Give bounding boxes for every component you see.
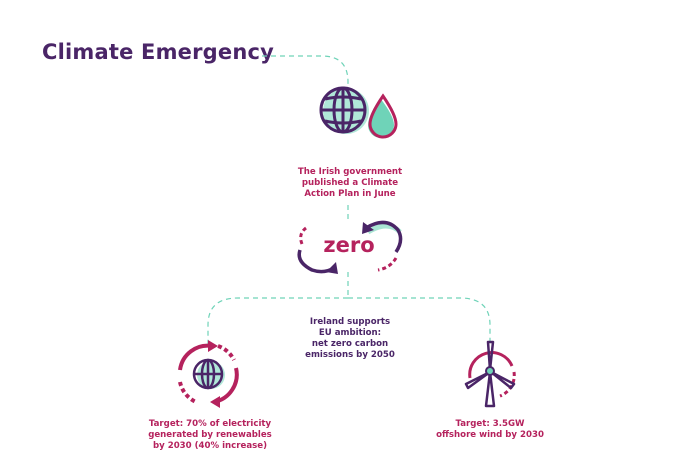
caption-line: by 2030 (40% increase) bbox=[152, 441, 268, 451]
caption-line: Action Plan in June bbox=[304, 189, 396, 199]
water-drop-icon bbox=[368, 93, 398, 139]
caption-line: Ireland supports bbox=[309, 317, 391, 327]
connector-lines bbox=[207, 55, 491, 345]
page-title: Climate Emergency bbox=[42, 40, 275, 64]
zero-label: zero bbox=[323, 233, 374, 257]
recycle-arrows-icon bbox=[297, 220, 403, 274]
caption-line: Target: 3.5GW bbox=[455, 419, 525, 429]
connector-branch-left bbox=[207, 297, 348, 345]
caption-line: net zero carbon bbox=[311, 339, 389, 349]
caption-line: The Irish government bbox=[297, 167, 403, 177]
caption-line: Target: 70% of electricity bbox=[148, 419, 272, 429]
wind-turbine-icon bbox=[464, 340, 516, 408]
caption-climate-action-plan: The Irish government published a Climate… bbox=[280, 167, 420, 200]
caption-line: emissions by 2050 bbox=[305, 350, 395, 360]
caption-line: published a Climate bbox=[301, 178, 399, 188]
caption-line: offshore wind by 2030 bbox=[436, 430, 544, 440]
caption-line: generated by renewables bbox=[148, 430, 272, 440]
caption-line: EU ambition: bbox=[318, 328, 382, 338]
connector-branch-right bbox=[348, 297, 491, 345]
connector-title-to-globe bbox=[262, 55, 349, 88]
globe-cycle-icon bbox=[178, 340, 239, 408]
caption-offshore-wind-target: Target: 3.5GW offshore wind by 2030 bbox=[420, 419, 560, 441]
caption-eu-ambition: Ireland supports EU ambition: net zero c… bbox=[280, 317, 420, 361]
caption-electricity-target: Target: 70% of electricity generated by … bbox=[120, 419, 300, 452]
globe-icon bbox=[319, 86, 369, 134]
